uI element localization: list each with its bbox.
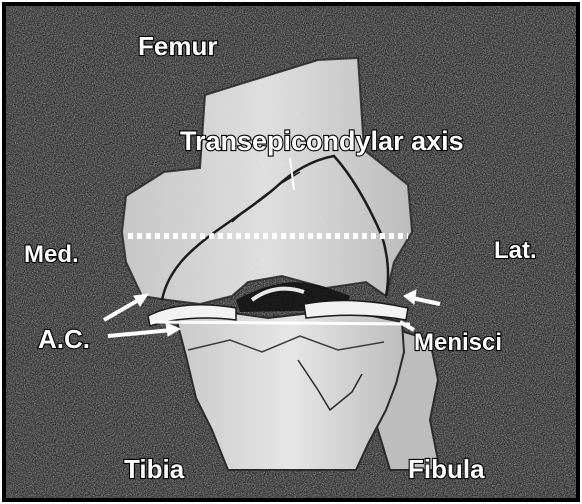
label-lateral: Lat. (494, 237, 537, 264)
articular-cartilage (150, 322, 410, 324)
label-menisci: Menisci (414, 329, 502, 356)
label-fibula: Fibula (408, 454, 485, 484)
label-ac: A.C. (38, 324, 90, 354)
label-transepicondylar-axis: Transepicondylar axis (180, 126, 464, 156)
label-femur: Femur (138, 31, 217, 61)
label-medial: Med. (24, 241, 79, 268)
label-tibia: Tibia (124, 454, 185, 484)
